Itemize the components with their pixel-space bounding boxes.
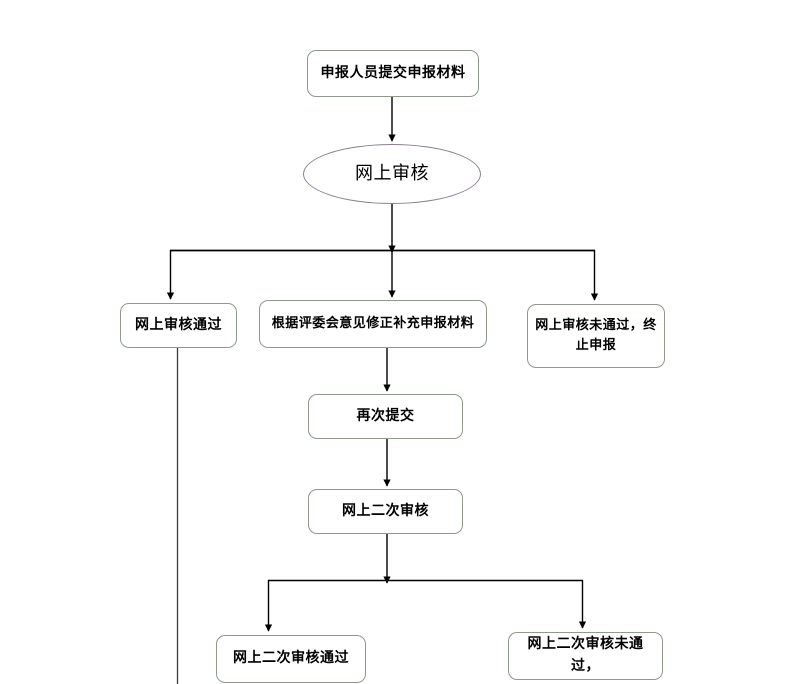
node-label: 网上审核通过	[135, 316, 222, 333]
node-label: 网上审核未通过，终止申报	[535, 317, 657, 353]
node-label: 网上二次审核	[342, 502, 429, 519]
node-second-online-review[interactable]: 网上二次审核	[308, 489, 463, 534]
node-second-review-pass[interactable]: 网上二次审核通过	[216, 635, 366, 683]
node-label: 根据评委会意见修正补充申报材料	[271, 315, 475, 331]
node-label: 申报人员提交申报材料	[320, 64, 466, 81]
node-resubmit[interactable]: 再次提交	[308, 394, 463, 439]
node-second-review-fail[interactable]: 网上二次审核未通过，	[508, 632, 663, 680]
node-online-review[interactable]: 网上审核	[303, 144, 481, 204]
node-review-fail-terminate[interactable]: 网上审核未通过，终止申报	[527, 304, 665, 368]
node-label: 再次提交	[356, 407, 415, 424]
node-label: 网上审核	[355, 163, 429, 185]
node-submit-application[interactable]: 申报人员提交申报材料	[307, 50, 479, 97]
node-label: 网上二次审核通过	[233, 650, 349, 667]
node-label: 网上二次审核未通过，	[527, 636, 644, 674]
node-review-pass[interactable]: 网上审核通过	[120, 303, 237, 348]
node-revise-materials[interactable]: 根据评委会意见修正补充申报材料	[259, 300, 487, 348]
